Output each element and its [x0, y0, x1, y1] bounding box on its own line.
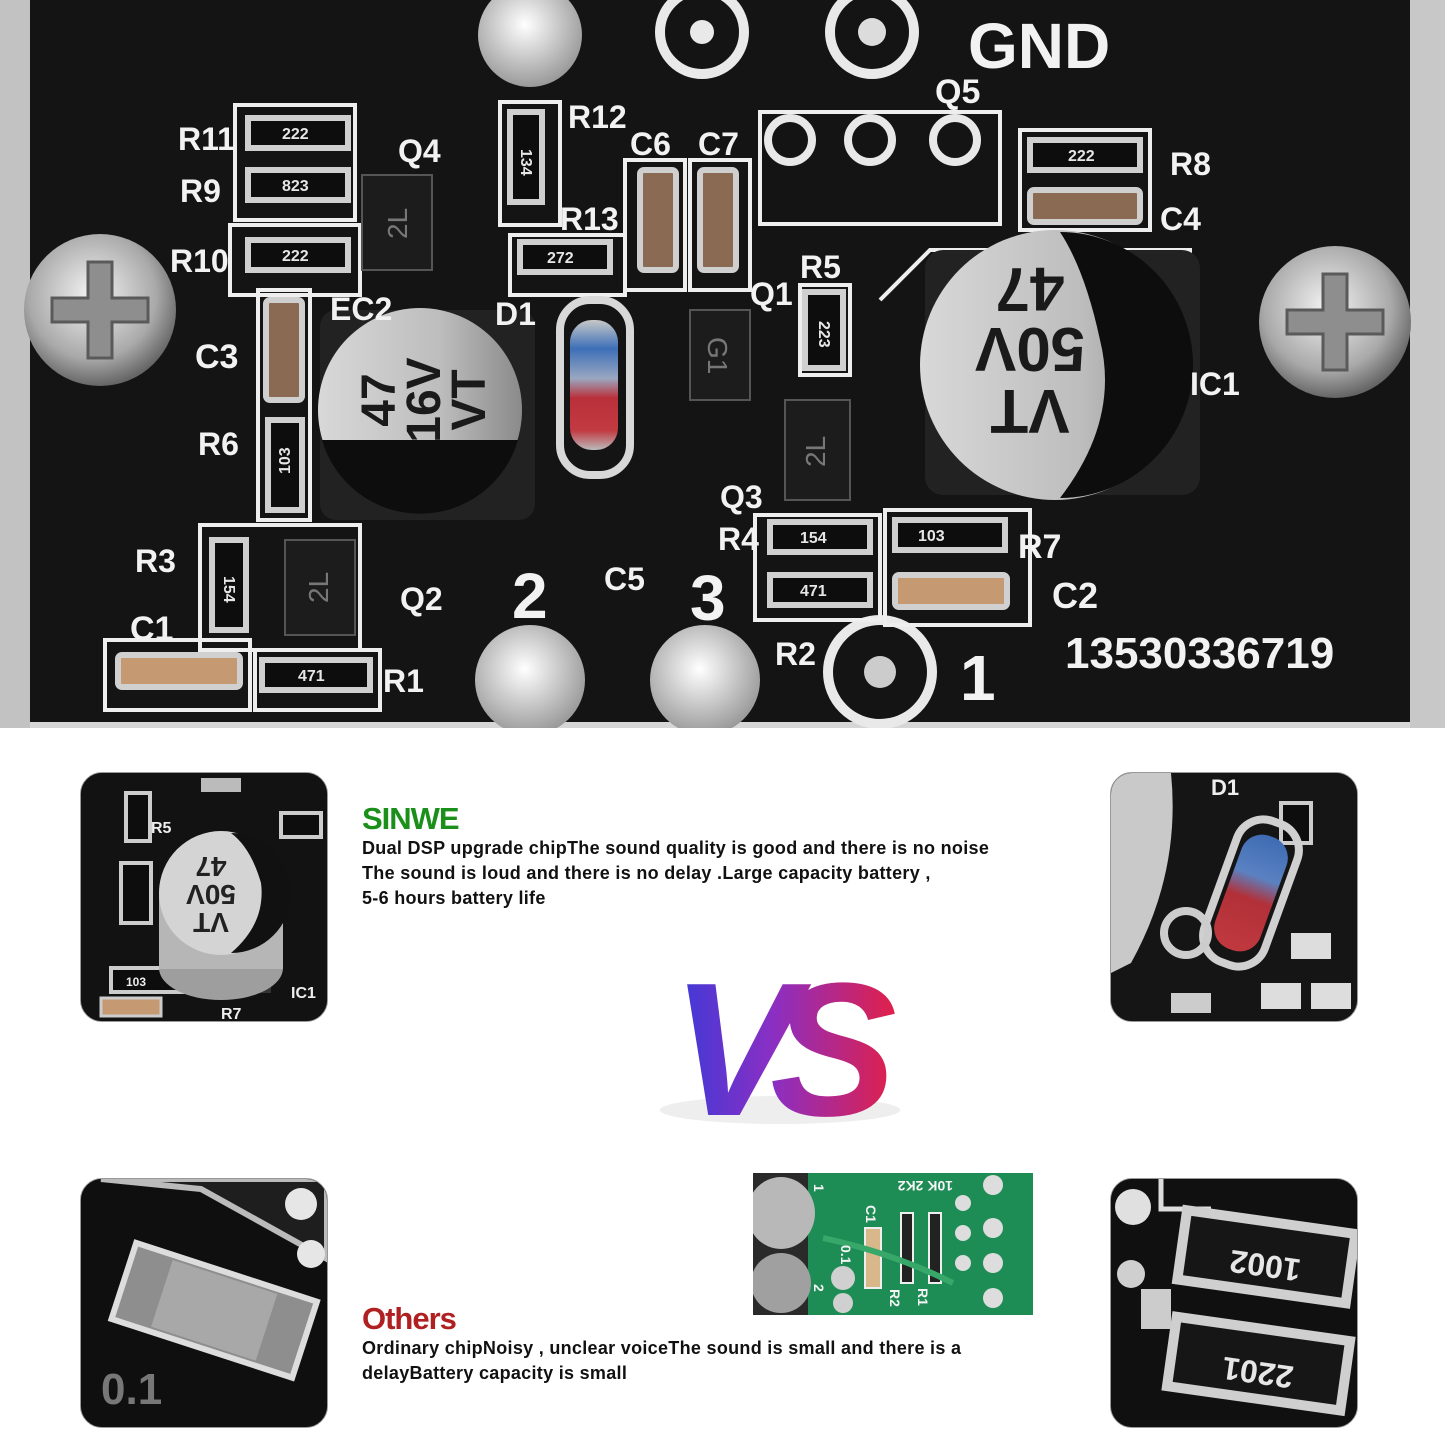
label-ec2: EC2: [330, 291, 392, 327]
sinwe-line-2: The sound is loud and there is no delay …: [362, 863, 931, 883]
code-r5: 223: [815, 321, 832, 348]
label-r9: R9: [180, 173, 221, 209]
label-r7: R7: [1018, 528, 1061, 566]
label-c6: C6: [630, 126, 671, 162]
svg-text:R1: R1: [915, 1288, 931, 1306]
others-description: Others Ordinary chipNoisy , unclear voic…: [362, 1302, 1102, 1386]
code-q2: 2L: [303, 572, 334, 603]
label-q5: Q5: [935, 73, 980, 111]
screw-right: [1259, 246, 1411, 398]
label-c3: C3: [195, 338, 238, 376]
code-r10: 222: [282, 248, 309, 265]
thumb-smd-closeup: 0.1: [80, 1178, 328, 1428]
code-r2: 471: [800, 583, 827, 600]
code-r8: 222: [1068, 148, 1095, 165]
capacitor-16v: 47 16V VT: [318, 308, 535, 520]
resistor-row: [209, 109, 1143, 693]
screw-left: [24, 234, 176, 386]
svg-text:0.1: 0.1: [838, 1245, 854, 1265]
svg-text:50V: 50V: [975, 314, 1085, 383]
code-r12: 134: [517, 149, 534, 176]
svg-text:10K 2K2: 10K 2K2: [898, 1178, 953, 1194]
label-r5: R5: [800, 249, 841, 285]
others-brand: Others: [362, 1301, 457, 1336]
code-r6: 103: [277, 447, 294, 474]
svg-text:16V: 16V: [398, 357, 451, 442]
code-q3: 2L: [800, 436, 831, 467]
label-q4: Q4: [398, 133, 441, 169]
label-pin3: 3: [690, 562, 726, 634]
label-r8: R8: [1170, 146, 1211, 182]
label-phone: 13530336719: [1065, 629, 1334, 678]
others-line-2: delayBattery capacity is small: [362, 1363, 628, 1383]
svg-text:1: 1: [811, 1184, 827, 1192]
thumb-resistor-closeup: 1002 2201: [1110, 1178, 1358, 1428]
label-r1: R1: [383, 663, 424, 699]
label-r11: R11: [178, 121, 235, 157]
sinwe-line-3: 5-6 hours battery life: [362, 888, 546, 908]
label-ic1: IC1: [1190, 366, 1240, 402]
code-r11: 222: [282, 126, 309, 143]
label-r4: R4: [718, 521, 759, 557]
label-pin1: 1: [960, 642, 996, 714]
svg-text:VT: VT: [443, 369, 496, 430]
diode: [556, 296, 634, 479]
sinwe-line-1: Dual DSP upgrade chipThe sound quality i…: [362, 838, 990, 858]
label-c1: C1: [130, 610, 173, 648]
thumb-capacitor-closeup: VT 50V 47 R5 R7 IC1 103: [80, 772, 328, 1022]
hero-pcb-photo: VT 50V 47 47 16V VT 222 823 222 272 222 …: [0, 0, 1445, 728]
svg-text:R2: R2: [887, 1289, 903, 1307]
svg-text:47: 47: [195, 851, 226, 882]
svg-text:2: 2: [811, 1284, 827, 1292]
svg-text:IC1: IC1: [291, 985, 316, 1002]
thumb-diode-closeup: D1: [1110, 772, 1358, 1022]
code-q1: G1: [702, 337, 733, 374]
label-q3: Q3: [720, 479, 763, 515]
solder-pad: [478, 0, 582, 87]
svg-text:47: 47: [353, 373, 406, 426]
svg-text:0.1: 0.1: [101, 1365, 162, 1414]
code-r3: 154: [220, 576, 237, 603]
label-r3: R3: [135, 543, 176, 579]
capacitor-50v: VT 50V 47: [920, 230, 1200, 500]
label-c4: C4: [1160, 201, 1201, 237]
label-r13: R13: [560, 201, 619, 237]
code-r7: 103: [918, 528, 945, 545]
label-c2: C2: [1052, 575, 1098, 616]
label-r2: R2: [775, 636, 816, 672]
code-r1: 471: [298, 668, 325, 685]
svg-text:50V: 50V: [186, 879, 236, 910]
label-d1: D1: [495, 296, 536, 332]
svg-text:VT: VT: [193, 907, 229, 938]
pcb-board: VT 50V 47 47 16V VT 222 823 222 272 222 …: [0, 0, 1445, 728]
svg-text:103: 103: [126, 975, 146, 989]
label-gnd: GND: [968, 10, 1110, 82]
label-c7: C7: [698, 126, 739, 162]
svg-text:VS: VS: [671, 960, 895, 1140]
svg-text:VT: VT: [990, 376, 1069, 445]
sinwe-brand: SINWE: [362, 801, 460, 836]
code-r13: 272: [547, 250, 574, 267]
label-q1: Q1: [750, 276, 793, 312]
green-pcb-photo: 10K 2K2 C1 R1 R2 1 2 0.1: [753, 1173, 1033, 1315]
label-pin2: 2: [512, 560, 548, 632]
svg-text:D1: D1: [1211, 775, 1239, 800]
code-r9: 823: [282, 178, 309, 195]
code-r4: 154: [800, 530, 827, 547]
svg-text:R5: R5: [151, 820, 172, 837]
others-line-1: Ordinary chipNoisy , unclear voiceThe so…: [362, 1338, 962, 1358]
vs-logo: VS: [660, 960, 920, 1140]
svg-text:C1: C1: [863, 1205, 879, 1223]
label-r6: R6: [198, 426, 239, 462]
code-q4: 2L: [382, 208, 413, 239]
label-q2: Q2: [400, 581, 443, 617]
sinwe-description: SINWE Dual DSP upgrade chipThe sound qua…: [362, 802, 1122, 911]
label-r10: R10: [170, 243, 229, 279]
label-c5: C5: [604, 561, 645, 597]
svg-text:47: 47: [996, 254, 1065, 323]
label-r12: R12: [568, 99, 627, 135]
svg-text:R7: R7: [221, 1006, 242, 1021]
